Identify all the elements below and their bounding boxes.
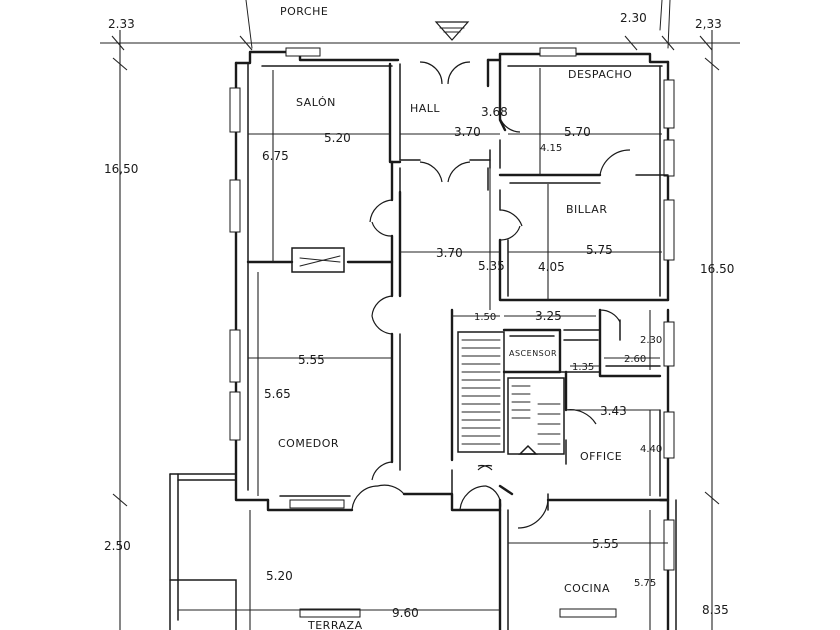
dim-top-right-233: 2,33 bbox=[695, 17, 722, 31]
dim-despacho-width: 5.70 bbox=[564, 125, 591, 139]
room-label-comedor: COMEDOR bbox=[278, 437, 339, 450]
dim-comedor-depth: 5.65 bbox=[264, 387, 291, 401]
dim-230: 2.30 bbox=[640, 335, 662, 346]
dim-135: 1.35 bbox=[572, 362, 594, 373]
room-label-hall: HALL bbox=[410, 102, 440, 115]
dim-despacho-depth: 4.15 bbox=[540, 143, 562, 154]
dim-left-250: 2.50 bbox=[104, 539, 131, 553]
dim-comedor-width: 5.55 bbox=[298, 353, 325, 367]
dim-right-835: 8.35 bbox=[702, 603, 729, 617]
dim-hall-depth: 3.68 bbox=[481, 105, 508, 119]
exterior-walls bbox=[169, 50, 677, 630]
windows bbox=[229, 47, 675, 618]
inner-dimension-lines bbox=[178, 68, 668, 630]
interior-walls bbox=[246, 58, 670, 511]
dim-corridor-depth: 5.35 bbox=[478, 259, 505, 273]
dim-right-1650: 16.50 bbox=[700, 262, 734, 276]
room-label-salon: SALÓN bbox=[296, 96, 336, 109]
dim-top-left-233: 2.33 bbox=[108, 17, 135, 31]
room-labels: PORCHE SALÓN HALL DESPACHO BILLAR ASCENS… bbox=[278, 5, 632, 630]
dimension-labels: 2.33 2.30 2,33 16,50 16.50 2.50 8.35 5.2… bbox=[104, 11, 734, 620]
stair-treads bbox=[461, 339, 501, 445]
dim-corridor-width: 3.70 bbox=[436, 246, 463, 260]
dim-office-width: 3.43 bbox=[600, 404, 627, 418]
dim-cocina-depth: 5.75 bbox=[634, 578, 656, 589]
room-label-despacho: DESPACHO bbox=[568, 68, 632, 81]
dim-billar-depth: 4.05 bbox=[538, 260, 565, 274]
dim-salon-width: 5.20 bbox=[324, 131, 351, 145]
room-label-office: OFFICE bbox=[580, 450, 622, 463]
room-label-billar: BILLAR bbox=[566, 203, 607, 216]
outer-dimension-lines bbox=[100, 0, 740, 630]
doors bbox=[351, 21, 631, 529]
dim-cocina-width: 5.55 bbox=[592, 537, 619, 551]
dim-top-230: 2.30 bbox=[620, 11, 647, 25]
dim-salon-depth: 6.75 bbox=[262, 149, 289, 163]
room-label-ascensor: ASCENSOR bbox=[509, 349, 557, 358]
dim-hall-width: 3.70 bbox=[454, 125, 481, 139]
room-label-porche: PORCHE bbox=[280, 5, 328, 18]
dim-billar-width: 5.75 bbox=[586, 243, 613, 257]
dim-terraza-depth: 5.20 bbox=[266, 569, 293, 583]
room-label-cocina: COCINA bbox=[564, 582, 610, 595]
room-label-terraza: TERRAZA bbox=[307, 619, 363, 630]
dim-325: 3.25 bbox=[535, 309, 562, 323]
dim-150: 1.50 bbox=[474, 312, 496, 323]
service-stair-treads bbox=[511, 385, 561, 445]
dim-left-1650: 16,50 bbox=[104, 162, 138, 176]
dim-terraza-width: 9.60 bbox=[392, 606, 419, 620]
dim-260: 2.60 bbox=[624, 354, 646, 365]
dim-office-depth: 4.40 bbox=[640, 444, 662, 455]
